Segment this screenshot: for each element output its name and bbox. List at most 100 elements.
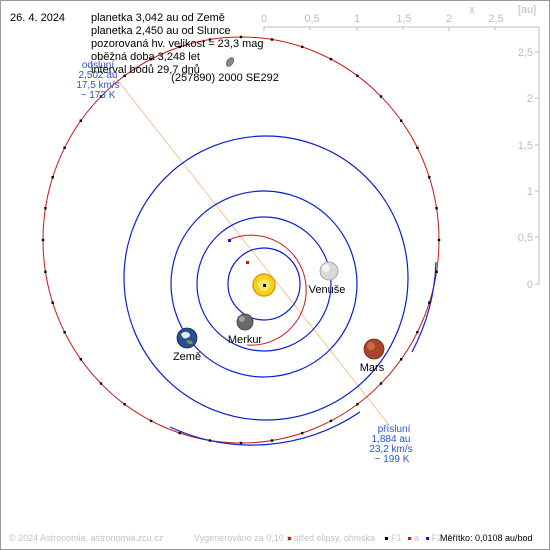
orbit-point xyxy=(437,238,441,242)
orbit-point xyxy=(435,270,438,273)
orbit-point xyxy=(99,382,103,385)
perihelion-title: přísluní xyxy=(378,424,411,435)
orbit-point xyxy=(356,74,359,77)
earth-orbit xyxy=(170,190,358,378)
asteroid-orbit-inner-segment xyxy=(230,234,307,346)
info-sun-distance: planetka 2,450 au od Slunce xyxy=(91,25,231,37)
f1-legend: F1 xyxy=(391,533,402,543)
asteroid-orbit-right-segment xyxy=(411,261,437,353)
axis-unit: [au] xyxy=(518,4,536,16)
asteroid xyxy=(225,57,235,67)
orbit-point xyxy=(79,119,82,122)
orbit-point xyxy=(356,403,359,406)
orbit-point xyxy=(379,382,383,385)
y-tick-2-5: 2,5 xyxy=(518,47,533,59)
orbit-point xyxy=(44,270,47,273)
orbit-point xyxy=(123,74,126,77)
mars-label: Mars xyxy=(360,362,385,374)
info-earth-distance: planetka 3,042 au od Země xyxy=(91,12,225,24)
orbit-point xyxy=(428,176,431,179)
orbit-point xyxy=(301,45,304,49)
footer-ellipse-legend: střed elipsy, ohniska xyxy=(288,533,375,543)
axes: 0 0,5 1 1,5 2 2,5 x [au] 2,5 2 1,5 1 0,5… xyxy=(261,4,540,291)
aphelion-distance: 2,502 au xyxy=(79,70,118,81)
orbit-point xyxy=(329,57,333,61)
orbit-point xyxy=(149,57,153,61)
orbit-point xyxy=(270,439,274,442)
orbit-point xyxy=(428,301,431,304)
orbit-point xyxy=(379,95,383,98)
perihelion-speed: 23,2 km/s xyxy=(369,444,412,455)
sun-focus-marker xyxy=(263,284,266,287)
orbit-point xyxy=(79,358,82,361)
a-legend: a xyxy=(414,533,420,543)
aphelion-speed: 17,5 km/s xyxy=(76,80,119,91)
f2-marker xyxy=(228,239,231,242)
orbit-point xyxy=(51,301,54,304)
orbit-point xyxy=(44,207,47,210)
y-tick-2: 2 xyxy=(527,93,533,105)
apsis-line xyxy=(96,53,390,426)
orbit-point xyxy=(400,358,403,361)
ellipse-center-marker xyxy=(246,261,249,264)
footer-copyright: © 2024 Astronomia, astronomia.zcu.cz xyxy=(9,533,164,543)
venus xyxy=(319,261,339,281)
f2-legend: F2 xyxy=(431,533,443,543)
earth-label: Země xyxy=(173,351,201,363)
mars-orbit xyxy=(123,135,409,421)
orbit-point xyxy=(435,207,438,210)
y-tick-0: 0 xyxy=(527,279,533,291)
x-tick-1-5: 1,5 xyxy=(396,13,411,25)
info-magnitude: pozorovaná hv. velikost = 23,3 mag xyxy=(91,38,264,50)
planet-orbits xyxy=(123,135,409,421)
footer-generated: Vygenerováno za 0,10 s xyxy=(194,533,291,543)
orbit-point xyxy=(178,431,181,435)
orbit-point xyxy=(301,431,304,435)
mercury-orbit xyxy=(227,247,301,321)
mercury xyxy=(236,313,254,331)
y-tick-0-5: 0,5 xyxy=(518,232,533,244)
footer-scale: Měřítko: 0,0108 au/bod xyxy=(440,533,533,543)
f1-swatch xyxy=(385,537,388,541)
x-tick-2: 2 xyxy=(446,13,452,25)
x-axis-name: x xyxy=(469,4,475,16)
info-orbital-period: oběžná doba 3,248 let xyxy=(91,51,200,63)
x-tick-0: 0 xyxy=(261,13,267,25)
ellipse-center-legend: střed elipsy, ohniska xyxy=(294,533,375,543)
orbit-point xyxy=(99,95,103,98)
orbit-point xyxy=(239,441,243,445)
footer-focus-legend: F1 a F2 xyxy=(385,533,442,543)
y-tick-1-5: 1,5 xyxy=(518,140,533,152)
aphelion-temperature: ~ 173 K xyxy=(81,90,116,101)
orbit-point xyxy=(41,238,45,242)
ellipse-center-swatch xyxy=(288,537,291,541)
orbit-point xyxy=(178,45,181,49)
x-tick-1: 1 xyxy=(354,13,360,25)
x-tick-2-5: 2,5 xyxy=(488,13,503,25)
info-point-interval: interval bodů 29,7 dnů xyxy=(91,64,200,76)
earth xyxy=(176,327,198,349)
orbit-point xyxy=(149,419,153,423)
perihelion-distance: 1,884 au xyxy=(372,434,411,445)
orbit-point xyxy=(208,439,212,442)
asteroid-name: (257890) 2000 SE292 xyxy=(171,72,279,84)
orbit-point xyxy=(270,38,274,41)
orbit-point xyxy=(123,403,126,406)
venus-label: Venuše xyxy=(309,284,346,296)
orbit-point xyxy=(416,146,419,149)
orbit-point xyxy=(63,146,66,149)
sun xyxy=(252,273,276,297)
mars xyxy=(363,338,385,360)
x-tick-0-5: 0,5 xyxy=(304,13,319,25)
mercury-label: Merkur xyxy=(228,334,263,346)
orbit-point xyxy=(400,119,403,122)
orbit-point xyxy=(329,419,333,423)
a-swatch xyxy=(408,537,412,541)
aphelion-title: odsluní xyxy=(82,60,114,71)
orbit-point xyxy=(239,35,243,39)
orbit-point xyxy=(208,38,212,41)
perihelion-temperature: ~ 199 K xyxy=(375,454,410,465)
date-label: 26. 4. 2024 xyxy=(10,12,66,24)
orbit-point xyxy=(63,331,66,334)
